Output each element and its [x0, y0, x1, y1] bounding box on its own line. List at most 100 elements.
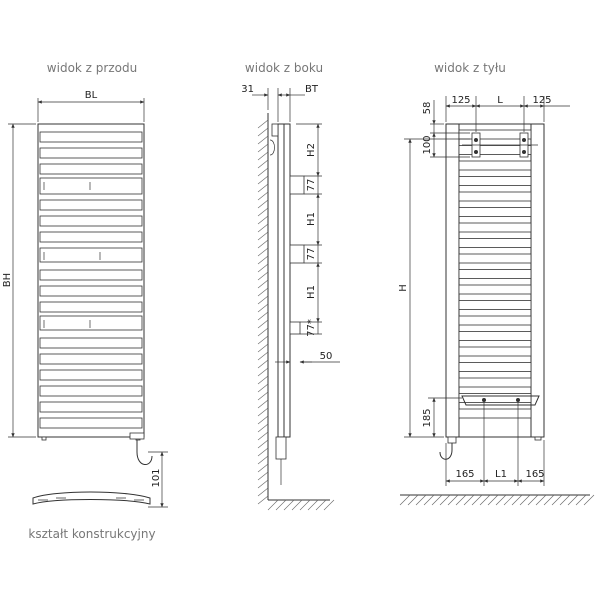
- front-frame: [37, 123, 145, 438]
- bottom-left-offset: 165: [455, 469, 474, 480]
- hatch-line: [257, 159, 269, 169]
- hatch-line: [257, 143, 269, 153]
- hatch-line: [575, 494, 587, 506]
- front-bar: [39, 285, 143, 297]
- hatch-line: [257, 151, 269, 161]
- hatch-line: [487, 494, 499, 506]
- hatch-line: [257, 399, 269, 409]
- back-bar: [458, 408, 532, 419]
- hatch-line: [257, 135, 269, 145]
- side-collector: [277, 123, 285, 438]
- hatch-line: [257, 407, 269, 417]
- front-bar: [39, 401, 143, 413]
- hatch-line: [275, 499, 287, 511]
- hatch-line: [559, 494, 571, 506]
- hatch-line: [257, 207, 269, 217]
- hatch-line: [267, 499, 279, 511]
- side-offset-dimension: 31: [241, 84, 254, 95]
- hatch-line: [257, 231, 269, 241]
- valve-body: [129, 432, 145, 440]
- back-bar: [458, 269, 532, 279]
- back-bar: [458, 129, 532, 140]
- hatch-line: [455, 494, 467, 506]
- top-offset-dimension: 58: [422, 102, 433, 115]
- front-bar: [39, 199, 143, 211]
- bracket-spacing: L: [497, 95, 503, 106]
- front-bar: [39, 177, 143, 195]
- hatch-line: [257, 255, 269, 265]
- hatch-line: [257, 463, 269, 473]
- hatch-line: [257, 119, 269, 129]
- hatch-line: [257, 415, 269, 425]
- front-bar: [39, 315, 143, 331]
- hatch-line: [431, 494, 443, 506]
- bracket-height-dimension: 100: [422, 135, 433, 154]
- bl-dimension: BL: [85, 90, 98, 101]
- back-bar: [458, 300, 532, 310]
- hatch-line: [257, 391, 269, 401]
- hatch-line: [257, 327, 269, 337]
- hatch-line: [257, 287, 269, 297]
- hatch-line: [257, 175, 269, 185]
- hatch-line: [257, 303, 269, 313]
- bt-dimension: BT: [305, 84, 319, 95]
- back-bar: [458, 191, 532, 202]
- hatch-line: [399, 494, 411, 506]
- bottom-bracket: [461, 395, 540, 406]
- back-bar: [458, 346, 532, 357]
- side-gap-1: [289, 175, 305, 195]
- back-bars: [458, 129, 532, 419]
- hatch-line: [257, 223, 269, 233]
- bottom-right-offset: 165: [525, 469, 544, 480]
- hatch-line: [415, 494, 427, 506]
- front-view-label: widok z przodu: [47, 61, 137, 75]
- pipe-dimension: 101: [151, 468, 162, 487]
- hatch-line: [257, 431, 269, 441]
- hatch-line: [307, 499, 319, 511]
- front-bar: [39, 147, 143, 159]
- front-bar: [39, 369, 143, 381]
- hatch-line: [257, 295, 269, 305]
- hatch-line: [257, 487, 269, 497]
- back-collector-left: [445, 123, 460, 438]
- front-bar: [39, 163, 143, 175]
- hatch-line: [257, 127, 269, 137]
- hatch-line: [257, 191, 269, 201]
- hatch-line: [567, 494, 579, 506]
- hatch-line: [257, 351, 269, 361]
- back-collector-right: [530, 123, 545, 438]
- h2-dimension: H2: [306, 143, 317, 157]
- pipe-spacing: L1: [495, 469, 507, 480]
- hatch-line: [257, 479, 269, 489]
- hatch-line: [583, 494, 595, 506]
- hatch-line: [527, 494, 539, 506]
- side-view: 31 BT H2 77 H1 77 H1 77* 50: [241, 84, 340, 511]
- back-bar: [458, 222, 532, 233]
- front-bars: [39, 131, 143, 429]
- back-view-label: widok z tyłu: [434, 61, 506, 75]
- front-bar: [39, 385, 143, 397]
- front-bar: [39, 247, 143, 263]
- hatch-line: [257, 367, 269, 377]
- construction-shape: [32, 491, 151, 505]
- hatch-line: [503, 494, 515, 506]
- front-bar: [39, 215, 143, 227]
- hatch-line: [257, 215, 269, 225]
- h1-dimension-1: H1: [306, 212, 317, 226]
- back-view: 125 L 125 58 100 H 185 165 L1 165: [398, 95, 595, 506]
- hatch-line: [257, 183, 269, 193]
- wall-hatch: [257, 119, 269, 505]
- bottom-bracket-dimension: 185: [422, 408, 433, 427]
- hatch-line: [407, 494, 419, 506]
- h1-dimension-2: H1: [306, 285, 317, 299]
- wall-bracket-top: [269, 139, 275, 156]
- hatch-line: [257, 199, 269, 209]
- gap-dimension-1: 77: [306, 179, 317, 192]
- hatch-line: [519, 494, 531, 506]
- front-view: BL BH 101: [2, 90, 168, 508]
- hatch-line: [257, 167, 269, 177]
- hatch-line: [257, 423, 269, 433]
- hatch-line: [257, 239, 269, 249]
- back-bar: [458, 331, 532, 341]
